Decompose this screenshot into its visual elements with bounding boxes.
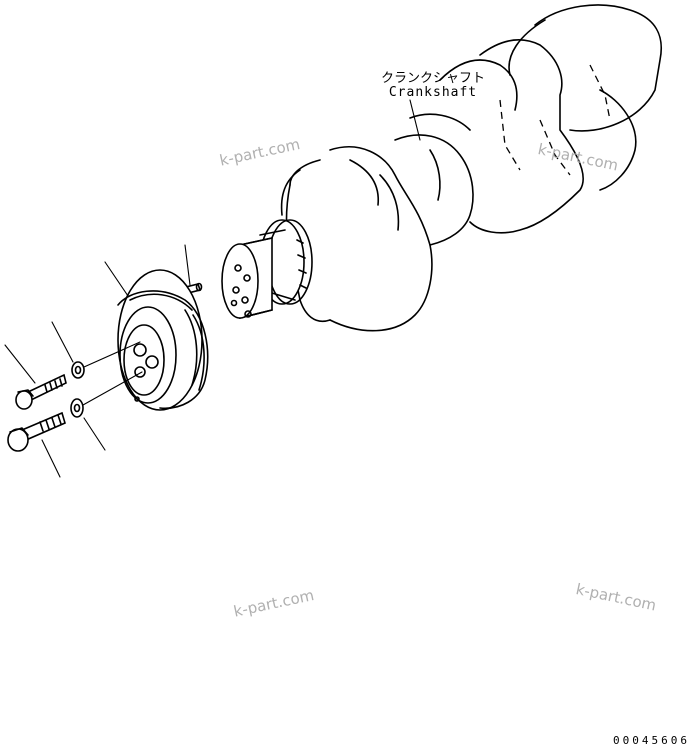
crankshaft-leader-line [409, 99, 421, 141]
washer-lower [70, 398, 106, 451]
crankshaft-pulley [104, 261, 209, 411]
crankshaft-label-ja: クランクシャフト [380, 71, 485, 86]
crankshaft-drawing [221, 4, 662, 332]
crankshaft-label-en: Crankshaft [388, 85, 478, 100]
washer-upper [51, 321, 85, 379]
crankshaft-label: クランクシャフト Crankshaft [378, 72, 488, 100]
document-number: 00045606 [613, 734, 690, 747]
bolt-lower [7, 411, 66, 478]
bolt-upper [4, 344, 67, 410]
